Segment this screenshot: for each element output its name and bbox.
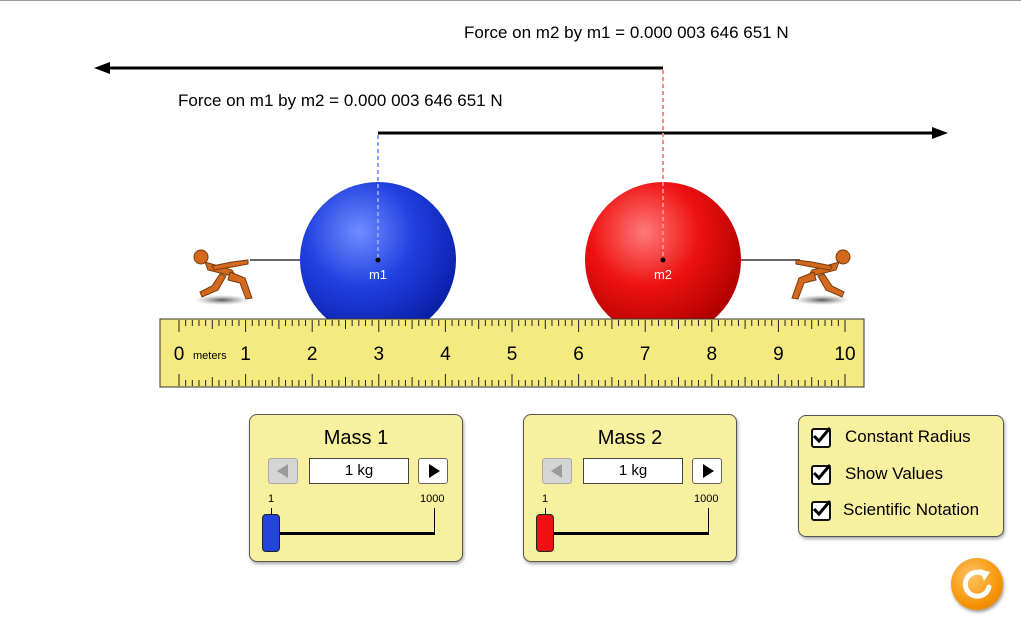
mass-2-decrease-button[interactable] — [542, 458, 572, 484]
left-arrow-icon — [277, 464, 288, 478]
ruler-units-label: meters — [193, 350, 227, 362]
constant-radius-label: Constant Radius — [845, 427, 971, 446]
checkmark-icon — [812, 500, 831, 517]
mass-2-label: m2 — [654, 267, 672, 282]
mass-1-value-field[interactable]: 1 kg — [309, 458, 409, 484]
options-panel: Constant Radius Show Values Scientific N… — [798, 415, 1004, 537]
force-on-m2-label: Force on m2 by m1 = 0.000 003 646 651 N — [464, 23, 789, 42]
right-arrow-icon — [429, 464, 440, 478]
show-values-label: Show Values — [845, 464, 943, 483]
checkmark-icon — [812, 464, 831, 481]
mass-2-sphere[interactable]: m2 — [585, 70, 741, 338]
mass-1-slider-max-tick — [434, 508, 435, 535]
top-border — [0, 0, 1021, 1]
puller-right-icon — [791, 249, 851, 305]
mass-1-slider-track[interactable] — [271, 532, 435, 535]
mass-1-panel: Mass 1 1 kg 1 1000 — [249, 414, 463, 562]
mass-2-panel: Mass 2 1 kg 1 1000 — [523, 414, 737, 562]
mass-2-slider-track[interactable] — [545, 532, 709, 535]
left-arrow-icon — [551, 464, 562, 478]
ruler-label: 1 — [240, 344, 251, 365]
ruler-label: 2 — [307, 344, 318, 365]
force-on-m1-label: Force on m1 by m2 = 0.000 003 646 651 N — [178, 91, 503, 110]
ruler-label: 3 — [374, 344, 385, 365]
mass-2-slider-max-tick — [708, 508, 709, 535]
mass-2-value-field[interactable]: 1 kg — [583, 458, 683, 484]
ruler-label: 4 — [440, 344, 451, 365]
show-values-checkbox[interactable] — [811, 464, 831, 485]
reset-button[interactable] — [951, 558, 1003, 610]
mass-2-increase-button[interactable] — [692, 458, 722, 484]
mass-1-slider-thumb[interactable] — [262, 514, 280, 552]
mass-2-max-label: 1000 — [694, 493, 719, 505]
checkmark-icon — [812, 427, 831, 444]
mass-1-sphere[interactable]: m1 — [300, 135, 456, 338]
ruler-label: 9 — [773, 344, 784, 365]
scientific-notation-label: Scientific Notation — [843, 500, 980, 519]
ruler-label: 10 — [834, 344, 855, 365]
mass-1-max-label: 1000 — [420, 493, 445, 505]
ruler-label: 8 — [707, 344, 718, 365]
force-arrow-on-m1 — [378, 127, 948, 139]
mass-1-title: Mass 1 — [323, 427, 389, 449]
simulation-scene: m1 m2 0 1 2 3 4 5 6 7 8 9 10 meters — [94, 62, 948, 388]
mass-2-slider-thumb[interactable] — [536, 514, 554, 552]
ruler-label: 0 — [174, 344, 185, 365]
mass-1-decrease-button[interactable] — [268, 458, 298, 484]
mass-2-min-label: 1 — [542, 493, 549, 505]
force-arrow-on-m2 — [94, 62, 663, 74]
ruler-label: 7 — [640, 344, 651, 365]
scientific-notation-checkbox[interactable] — [811, 500, 831, 521]
right-arrow-icon — [703, 464, 714, 478]
constant-radius-checkbox[interactable] — [811, 427, 831, 448]
ruler-label: 5 — [507, 344, 518, 365]
puller-left-icon — [193, 249, 253, 305]
mass-1-increase-button[interactable] — [418, 458, 448, 484]
mass-1-min-label: 1 — [268, 493, 275, 505]
mass-1-label: m1 — [369, 267, 387, 282]
reset-icon — [962, 569, 992, 599]
mass-2-title: Mass 2 — [597, 427, 663, 449]
ruler[interactable]: 0 1 2 3 4 5 6 7 8 9 10 meters — [159, 318, 865, 388]
ruler-label: 6 — [573, 344, 584, 365]
